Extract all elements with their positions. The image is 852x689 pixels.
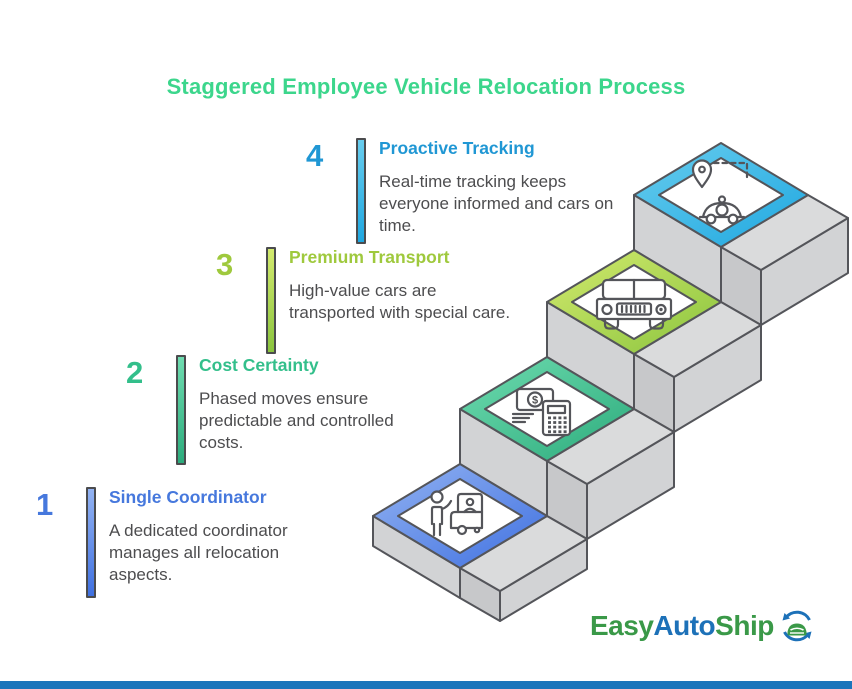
logo-part-easy: Easy — [590, 610, 654, 641]
footer-accent-bar — [0, 681, 852, 689]
logo-wordmark: EasyAutoShip — [590, 610, 774, 642]
step-description: A dedicated coordinator manages all relo… — [109, 521, 288, 584]
stair-step-3 — [546, 249, 762, 433]
step-description: High-value cars are transported with spe… — [289, 281, 511, 323]
easyautoship-logo: EasyAutoShip — [590, 608, 815, 644]
coordinator-handoff-icon — [430, 490, 484, 537]
step-description: Real-time tracking keeps everyone inform… — [379, 172, 614, 235]
gps-tracking-icon — [691, 159, 749, 225]
step-description: Phased moves ensure predictable and cont… — [199, 389, 394, 452]
step-bar — [176, 355, 186, 465]
step-bar — [266, 247, 276, 354]
step-number: 2 — [126, 355, 144, 390]
logo-part-ship: Ship — [715, 610, 774, 641]
step-number: 3 — [216, 247, 234, 282]
stair-step-4 — [633, 142, 849, 326]
page-title: Staggered Employee Vehicle Relocation Pr… — [166, 73, 686, 99]
money-calculator-icon: $ — [511, 387, 572, 437]
stair-step-2: $ — [459, 356, 675, 540]
transport-truck-icon — [595, 278, 673, 330]
step-heading: Single Coordinator — [109, 487, 267, 507]
dollar-symbol: $ — [532, 395, 538, 407]
step-heading: Proactive Tracking — [379, 138, 535, 158]
step-heading: Cost Certainty — [199, 355, 319, 375]
step-bar — [356, 138, 366, 244]
step-number: 1 — [36, 487, 54, 522]
step-heading: Premium Transport — [289, 247, 450, 267]
stair-step-1 — [372, 463, 588, 622]
circular-arrows-car-icon — [782, 610, 812, 642]
step-number: 4 — [306, 138, 324, 173]
logo-part-auto: Auto — [653, 610, 716, 641]
step-bar — [86, 487, 96, 598]
